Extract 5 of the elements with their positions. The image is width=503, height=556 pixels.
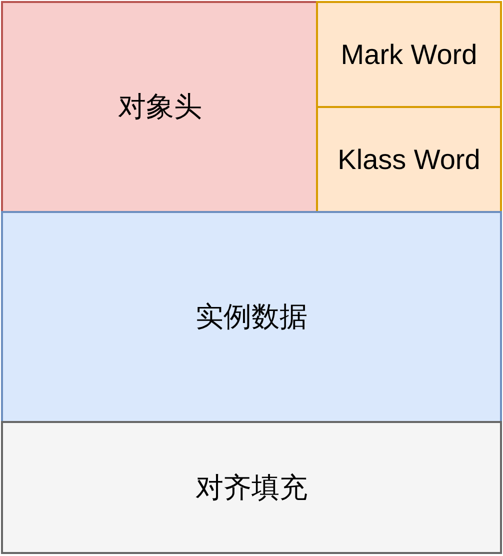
- field-box: Mark Word: [316, 1, 502, 108]
- field-box: Klass Word: [316, 106, 502, 213]
- header-box: 对象头: [1, 1, 319, 213]
- padding-box: 对齐填充: [1, 421, 502, 554]
- data-box: 实例数据: [1, 211, 502, 423]
